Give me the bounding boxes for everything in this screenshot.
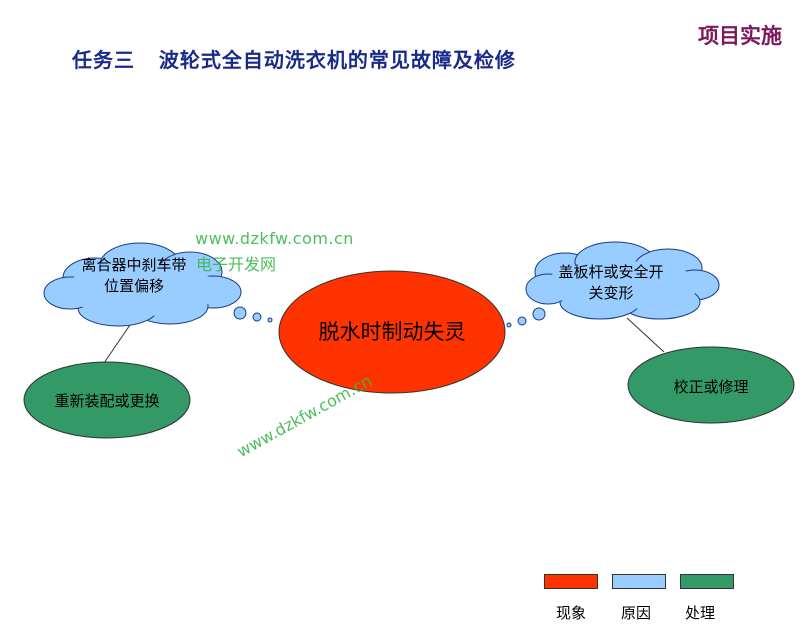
- bubble-right-1: [532, 307, 546, 321]
- action-right-text: 校正或修理: [673, 378, 749, 396]
- bubble-left-3: [267, 317, 273, 323]
- watermark-url: www.dzkfw.com.cn: [195, 229, 354, 248]
- legend-swatch-cause: [612, 574, 666, 589]
- legend-label-symptom: 现象: [556, 604, 587, 622]
- connector-left: [103, 321, 133, 364]
- cause-left-text: 离合器中刹车带位置偏移: [81, 256, 187, 295]
- symptom-ellipse: [278, 270, 506, 394]
- watermark-site-name: 电子开发网: [196, 255, 277, 274]
- symptom-text: 脱水时制动失灵: [318, 320, 466, 344]
- legend-label-action: 处理: [685, 604, 716, 622]
- cloud-right-fill: [544, 261, 700, 309]
- legend-swatch-symptom: [544, 574, 598, 589]
- bubble-left-2: [252, 312, 262, 322]
- bubble-left-1: [233, 306, 247, 320]
- bubble-right-2: [517, 316, 527, 326]
- action-left-text: 重新装配或更换: [54, 392, 160, 410]
- page-title: 任务三 波轮式全自动洗衣机的常见故障及检修: [72, 48, 516, 72]
- connector-right: [626, 317, 665, 353]
- cause-right-text: 盖板杆或安全开关变形: [558, 263, 664, 302]
- section-label: 项目实施: [698, 23, 782, 48]
- legend-swatch-action: [680, 574, 734, 589]
- action-ellipse-left: [23, 361, 191, 439]
- cloud-left-fill: [64, 264, 220, 316]
- action-ellipse-right: [627, 346, 795, 424]
- bubble-right-3: [506, 322, 512, 328]
- legend-label-cause: 原因: [621, 604, 652, 622]
